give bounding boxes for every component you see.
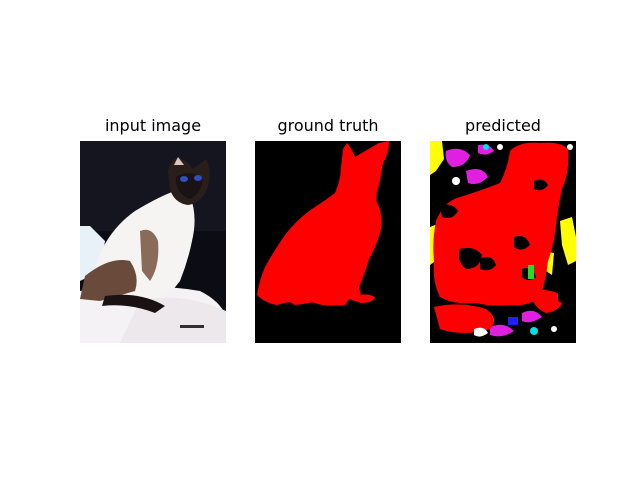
predicted-mask: [430, 141, 576, 343]
predicted-panel: [430, 141, 576, 343]
input-image: [80, 141, 226, 343]
input-image-panel: [80, 141, 226, 343]
ground-truth-title: ground truth: [277, 116, 379, 135]
input-image-title: input image: [104, 116, 202, 135]
ground-truth-mask: [255, 141, 401, 343]
predicted-title: predicted: [465, 116, 541, 135]
ground-truth-panel: [255, 141, 401, 343]
